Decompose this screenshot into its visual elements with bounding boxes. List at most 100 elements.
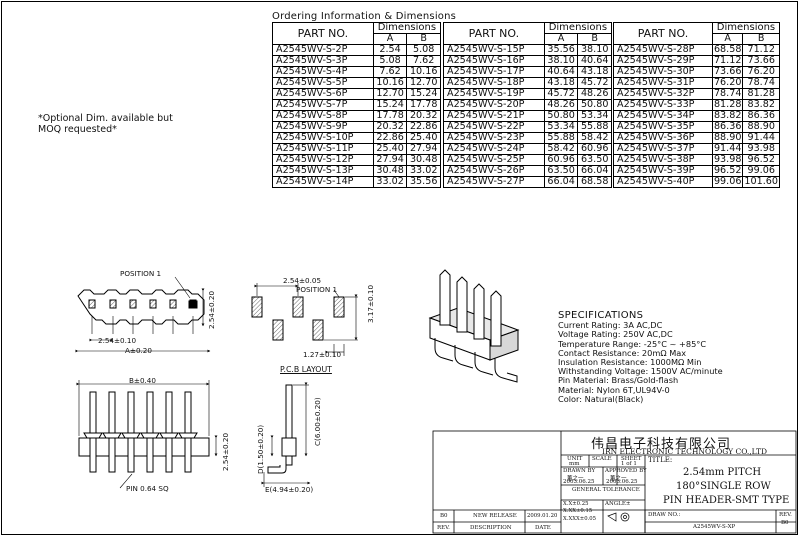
table-header-row: PART NO.Dimensions [272,22,442,45]
history-date-label: DATE [535,525,551,531]
part-number-cell: A2545WV-S-40P [613,176,713,188]
side-view [261,382,311,487]
drawn-by-name: 董之一 [567,476,584,482]
front-view [76,380,218,489]
approved-by-name: 董之一 [610,476,627,482]
dim-b-cell: 68.58 [577,176,612,188]
part-number-cell: A2545WV-S-27P [443,176,545,188]
dim-b-cell: 40.64 [577,55,612,67]
pcb-row-dimension-label: 3.17±0.10 [366,284,375,323]
dim-b-cell: 35.56 [406,176,441,188]
ordering-title: Ordering Information & Dimensions [272,11,457,22]
tolerance-3: X.XXX±0.05 [563,516,596,522]
rev-value: B0 [781,520,789,526]
d-dimension-label: D(1.50±0.20) [256,424,265,474]
approved-by-label: APPROVED BY [605,468,647,474]
height-dimension-label: 2.54±0.20 [207,290,216,329]
scale-label: SCALE [592,456,612,462]
title-label: TITLE: [648,456,673,464]
spec-line: Temperature Range: -25°C ~ +85°C [558,338,707,349]
optional-dimension-note: *Optional Dim. available but MOQ request… [38,113,173,135]
approved-date: 2003.06.25 [606,479,638,485]
pcb-layout-title: P.C.B LAYOUT [280,365,332,374]
angle-label: ANGLE± [605,501,631,507]
top-view [75,276,211,353]
dim-a-cell: 33.02 [372,176,408,188]
pcb-layout-view [251,283,358,356]
pin-size-label: PIN 0.64 SQ [126,484,169,493]
note-line-2: MOQ requested* [38,124,117,135]
pcb-offset-label: 1.27±0.10 [303,350,342,359]
company-name-cn: 伟昌电子科技有限公司 [591,437,732,452]
history-rev-label: REV. [437,525,450,531]
dim-b-cell: 10.16 [406,66,441,78]
title-line-1: 2.54mm PITCH [683,467,762,478]
sheet-value: 1 of 1 [621,461,637,467]
title-line-2: 180°SINGLE ROW [676,481,771,492]
rev-label: REV. [779,512,792,518]
a-dimension-label: A±0.20 [125,346,152,355]
spec-line: Insulation Resistance: 1000MΩ Min [558,357,702,368]
e-dimension-label: E(4.94±0.20) [265,485,314,494]
history-date: 2009.01.20 [527,513,558,519]
dim-a-cell: 66.04 [543,176,579,188]
tolerance-1: X.X±0.25 [563,501,589,507]
specifications: SPECIFICATIONS Current Rating: 3A AC,DC … [558,310,723,404]
drawn-date: 2003.06.25 [563,479,595,485]
history-rev: B0 [440,513,448,519]
spec-line: Contact Resistance: 20mΩ Max [558,347,687,358]
c-dimension-label: C(6.00±0.20) [313,397,322,446]
specifications-title: SPECIFICATIONS [558,310,644,321]
history-description-label: DESCRIPTION [470,525,512,531]
dim-b-cell: 101.60 [742,176,780,188]
pcb-position-1-label: POSITION 1 [296,285,338,294]
projection-symbol-icon [607,512,630,522]
dim-a-cell: 99.06 [711,176,744,188]
position-1-label: POSITION 1 [120,269,162,278]
spec-line: Withstanding Voltage: 1500V AC/minute [558,366,723,377]
title-line-3: PIN HEADER-SMT TYPE [663,495,790,506]
dim-b-cell: 78.74 [742,77,780,89]
spec-line: Color: Natural(Black) [558,393,644,404]
drawing-number: A2545WV-S-XP [693,524,736,530]
pcb-pitch-label: 2.54±0.05 [283,276,322,285]
isometric-view [428,269,520,383]
spec-line: Current Rating: 3A AC,DC [558,320,663,331]
general-tolerance-label: GENERAL TOLERANCE [572,487,640,493]
history-description: NEW RELEASE [473,513,517,519]
spec-line: Material: Nylon 6T,UL94V-0 [558,384,670,395]
title-block-grid [432,430,797,534]
b-dimension-label: B±0.40 [129,376,156,385]
company-name-en: IRN ELECTRONIC TECHNOLOGY CO.,LTD [602,447,768,456]
drawn-by-label: DRAWN BY [563,468,596,474]
pitch-dimension-label: 2.54±0.10 [98,336,137,345]
note-line-1: *Optional Dim. available but [38,113,173,124]
drawing-number-label: DRAW NO.: [648,512,681,518]
spec-line: Voltage Rating: 250V AC,DC [558,329,673,340]
